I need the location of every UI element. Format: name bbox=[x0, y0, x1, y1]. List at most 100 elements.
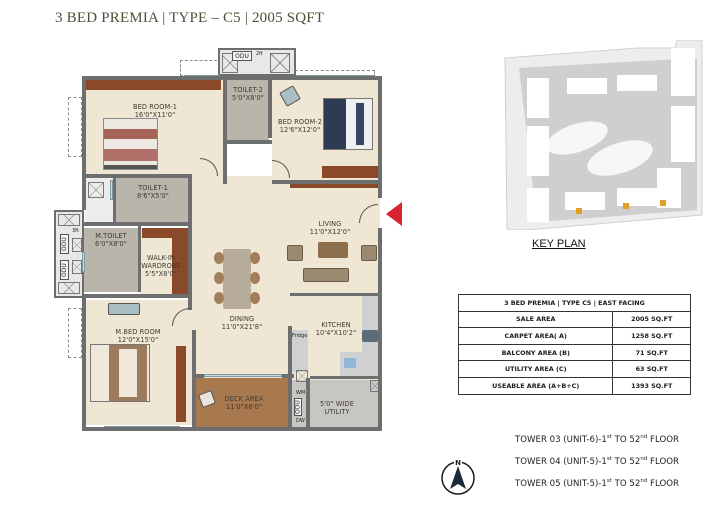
shaft-icon bbox=[270, 53, 290, 73]
wardrobe-bedroom1 bbox=[86, 80, 221, 90]
room-label-mtoilet: M.TOILET 6'0"X8'0" bbox=[95, 232, 127, 248]
wall bbox=[84, 294, 192, 298]
shaft-icon bbox=[72, 238, 82, 252]
wall bbox=[84, 174, 192, 178]
odu-size-top: 2ft bbox=[256, 51, 263, 57]
wall bbox=[222, 76, 382, 80]
room-toilet1-floor bbox=[114, 178, 189, 222]
room-toilet2-floor bbox=[227, 80, 269, 142]
shaft-icon bbox=[88, 182, 104, 198]
wall bbox=[82, 296, 86, 430]
room-label-kitchen: KITCHEN 10'4"X10'2" bbox=[315, 321, 357, 337]
window bbox=[204, 374, 282, 377]
tower-item: TOWER 03 (UNIT-6)-1st TO 52nd FLOOR bbox=[515, 434, 679, 445]
tower-item: TOWER 05 (UNIT-5)-1st TO 52nd FLOOR bbox=[515, 478, 679, 489]
bed-bedroom2 bbox=[323, 98, 373, 150]
wall bbox=[82, 427, 382, 431]
wall bbox=[84, 222, 190, 226]
wall bbox=[288, 326, 292, 430]
row-label: USEABLE AREA (A+B+C) bbox=[457, 376, 614, 395]
room-label-living: LIVING 11'0"X12'0" bbox=[309, 220, 351, 236]
room-label-wardrobe: WALK-IN WARDROBE 5'5"X8'0" bbox=[141, 254, 181, 278]
tower-list: TOWER 03 (UNIT-6)-1st TO 52nd FLOOR TOWE… bbox=[515, 428, 679, 494]
room-utility-floor bbox=[290, 380, 380, 430]
window bbox=[82, 252, 85, 272]
wall bbox=[82, 76, 86, 210]
row-value: 71 SQ.FT bbox=[612, 343, 691, 362]
row-value: 1393 SQ.FT bbox=[612, 376, 691, 395]
table-row: UTILITY AREA (C) 63 SQ.FT bbox=[457, 360, 691, 378]
sofa-master-bedroom bbox=[108, 303, 140, 315]
bed-bedroom1 bbox=[103, 118, 158, 170]
room-label-utility: 5'0" WIDE UTILITY bbox=[320, 400, 354, 416]
table-header-row: 3 BED PREMIA | TYPE C5 | EAST FACING bbox=[458, 294, 691, 312]
shaft-icon bbox=[72, 260, 82, 274]
dining-chair bbox=[250, 252, 260, 264]
wall bbox=[268, 78, 272, 138]
dining-chair bbox=[250, 292, 260, 304]
odu-unit-side-1: ODU bbox=[60, 234, 69, 254]
wardrobe-mbedroom bbox=[176, 346, 186, 422]
room-mtoilet-floor bbox=[84, 228, 138, 292]
wall bbox=[290, 293, 380, 296]
sofa-living bbox=[303, 268, 349, 282]
dining-table bbox=[223, 249, 251, 309]
room-fridge-counter bbox=[292, 330, 308, 372]
wardrobe-bedroom2 bbox=[322, 166, 378, 178]
row-value: 2005 SQ.FT bbox=[612, 310, 691, 329]
page-title: 3 BED PREMIA | TYPE – C5 | 2005 SQFT bbox=[55, 10, 325, 26]
armchair-right bbox=[361, 245, 377, 261]
wall bbox=[272, 180, 380, 184]
table-row: SALE AREA 2005 SQ.FT bbox=[457, 310, 691, 329]
wardrobe-walkin bbox=[142, 228, 188, 238]
table-row: CARPET AREA( A) 1258 SQ.FT bbox=[457, 327, 691, 345]
washing-machine-label: WM bbox=[296, 390, 306, 396]
key-plan-map bbox=[497, 40, 707, 230]
shaft-icon bbox=[58, 282, 80, 294]
dining-chair bbox=[250, 272, 260, 284]
bed-master-bedroom bbox=[90, 344, 150, 402]
room-label-bedroom1: BED ROOM-1 16'0"X11'0" bbox=[132, 103, 178, 119]
bay-window-bedroom1 bbox=[68, 97, 82, 157]
room-label-toilet2: TOILET-2 5'0"X8'0" bbox=[232, 86, 264, 102]
svg-text:N: N bbox=[455, 459, 461, 467]
row-label: CARPET AREA( A) bbox=[457, 327, 614, 345]
odu-unit-side-2: ODU bbox=[60, 260, 69, 280]
coffee-table bbox=[318, 242, 348, 258]
row-label: BALCONY AREA (B) bbox=[457, 343, 614, 362]
room-label-bedroom2: BED ROOM-2 12'6"X12'0" bbox=[277, 118, 323, 134]
wardrobe-living-top bbox=[290, 183, 380, 188]
wall bbox=[113, 178, 116, 224]
wall bbox=[82, 76, 222, 80]
fridge-label: Fridge bbox=[292, 333, 308, 339]
row-label: SALE AREA bbox=[457, 310, 614, 329]
wall bbox=[223, 78, 227, 184]
entry-arrow-icon bbox=[386, 202, 402, 226]
table-header: 3 BED PREMIA | TYPE C5 | EAST FACING bbox=[458, 294, 691, 312]
room-label-toilet1: TOILET-1 8'6"X5'0" bbox=[137, 184, 169, 200]
key-plan-label: KEY PLAN bbox=[532, 238, 586, 250]
wall bbox=[138, 226, 141, 292]
shaft-icon bbox=[58, 214, 80, 226]
row-value: 1258 SQ.FT bbox=[612, 327, 691, 345]
tower-item: TOWER 04 (UNIT-5)-1st TO 52nd FLOOR bbox=[515, 456, 679, 467]
area-statement-table: 3 BED PREMIA | TYPE C5 | EAST FACING SAL… bbox=[457, 294, 691, 395]
wall bbox=[224, 140, 272, 144]
dining-chair bbox=[214, 252, 224, 264]
table-row: USEABLE AREA (A+B+C) 1393 SQ.FT bbox=[457, 376, 691, 395]
wall bbox=[310, 376, 380, 379]
wall bbox=[378, 76, 382, 198]
odu-unit-utility: ODU bbox=[294, 398, 302, 416]
shaft-icon bbox=[296, 370, 308, 382]
wall bbox=[378, 228, 382, 430]
row-value: 63 SQ.FT bbox=[612, 360, 691, 378]
bay-window-mbedroom bbox=[68, 308, 82, 358]
window bbox=[110, 180, 113, 200]
armchair-left bbox=[287, 245, 303, 261]
hob-kitchen bbox=[362, 330, 378, 342]
row-label: UTILITY AREA (C) bbox=[457, 360, 614, 378]
wardrobe-walkin-side bbox=[172, 228, 188, 294]
highlighted-units bbox=[576, 200, 666, 214]
site-plan-icon bbox=[504, 40, 703, 230]
odu-unit-top: ODU bbox=[232, 51, 252, 61]
